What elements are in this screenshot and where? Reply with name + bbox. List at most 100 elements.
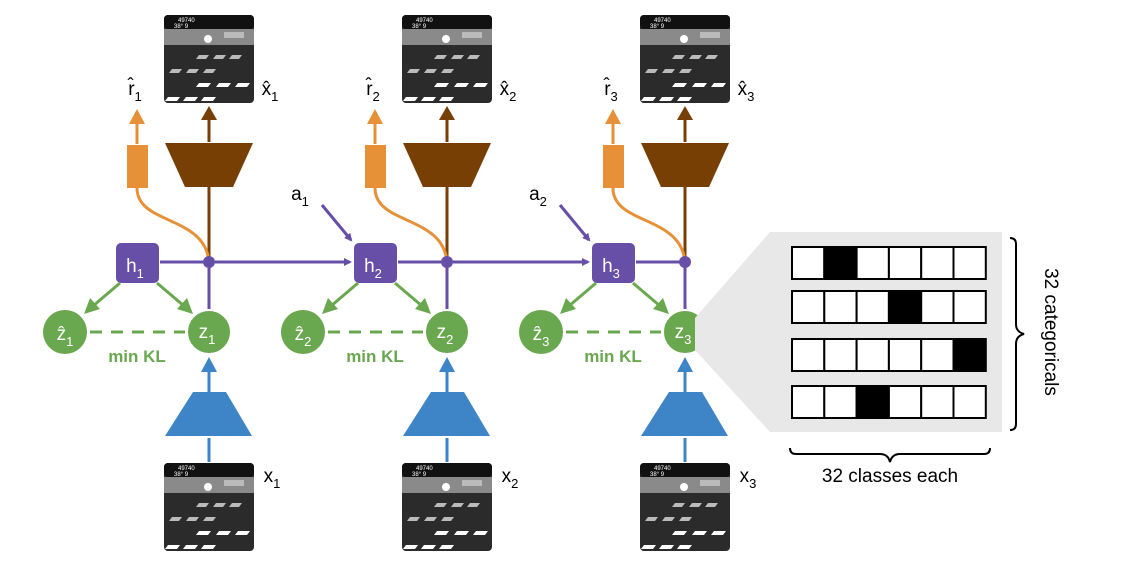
min-kl-label: min KL [108, 347, 166, 366]
observation-label: x3 [740, 466, 757, 491]
reconstruction-label-subscript: 1 [271, 89, 278, 104]
class-cell-row3-col6 [952, 338, 987, 372]
reward-predictor [603, 145, 624, 188]
action-label-subscript: 1 [302, 194, 309, 209]
arrowhead-icon [84, 298, 100, 314]
reward-prediction-label: r̂3 [602, 77, 617, 104]
observation-label: x2 [502, 466, 519, 491]
zhat-label-subscript: 3 [542, 334, 549, 349]
image-decoder [641, 143, 729, 187]
observation-label: x1 [264, 466, 281, 491]
z-label: z1 [199, 322, 216, 347]
z-label: z2 [437, 322, 454, 347]
action-label: a1 [291, 184, 309, 209]
categorical-zoom-panel [695, 232, 1002, 432]
h-label-subscript: 2 [375, 266, 382, 281]
observation-label-subscript: 2 [511, 476, 518, 491]
class-cell-row4-col4 [887, 385, 923, 419]
arrowhead-icon [439, 106, 455, 120]
reward-prediction-label-main: r̂ [602, 77, 611, 100]
h-label-main: h [364, 256, 375, 277]
class-cell-row1-col3 [855, 246, 890, 280]
reconstruction-label-main: x̂ [500, 79, 510, 100]
image-decoder [165, 143, 253, 187]
reward-input-line [611, 187, 687, 263]
class-cell-row4-col3 [855, 385, 890, 419]
predicted-frame-score: 49740 [416, 18, 433, 24]
arrowhead-icon [201, 106, 217, 120]
h-label: h3 [602, 256, 620, 281]
image-decoder [403, 143, 491, 187]
class-cell-row3-col2 [823, 338, 858, 372]
observation-label-main: x [264, 466, 274, 487]
categoricals-label: 32 categoricals [1040, 268, 1061, 396]
reward-input-line [373, 187, 449, 263]
predicted-frame-status: 38° 9 [174, 24, 189, 30]
zhat-label-subscript: 1 [66, 334, 73, 349]
classes-brace [789, 447, 991, 463]
class-cell-row1-col4 [887, 246, 923, 280]
posterior-z-node [424, 309, 470, 355]
reward-predictor [127, 145, 148, 188]
posterior-arrow [394, 281, 423, 308]
zhat-label-main: ẑ [533, 324, 543, 345]
reconstruction-label-subscript: 2 [509, 89, 516, 104]
reconstruction-label: x̂1 [262, 79, 279, 104]
reward-prediction-label-subscript: 2 [373, 89, 380, 104]
arrowhead-icon [367, 109, 383, 124]
z-label: z3 [675, 322, 692, 347]
class-cell-row2-col1 [791, 290, 826, 324]
action-arrow [320, 204, 353, 242]
arrowhead-icon [177, 298, 193, 314]
prior-arrow [92, 281, 121, 308]
input-frame-status: 38° 9 [412, 472, 427, 478]
arrowhead-icon [415, 298, 431, 314]
observation-label-main: x [740, 466, 750, 487]
zhat-label: ẑ2 [295, 324, 312, 349]
min-kl-label: min KL [584, 347, 642, 366]
class-cell-row3-col3 [855, 338, 890, 372]
class-cell-row4-col6 [952, 385, 987, 419]
input-frame-status: 38° 9 [650, 472, 665, 478]
action-arrow [558, 204, 591, 242]
class-cell-row4-col5 [920, 385, 955, 419]
observation-label-main: x [502, 466, 512, 487]
image-encoder [165, 392, 252, 436]
z-label-subscript: 1 [208, 332, 215, 347]
posterior-arrow [156, 281, 185, 308]
predicted-frame-status: 38° 9 [412, 24, 427, 30]
class-cell-row2-col4 [887, 290, 923, 324]
action-label-main: a [529, 184, 540, 205]
reward-input-line [135, 187, 211, 263]
action-label-main: a [291, 184, 302, 205]
class-cell-row3-col5 [920, 338, 955, 372]
model-state-node [441, 256, 453, 268]
z-label-main: z [675, 322, 685, 343]
h-label: h1 [126, 256, 144, 281]
arrowhead-icon [129, 109, 145, 124]
arrowhead-icon [322, 298, 338, 314]
model-state-node [203, 256, 215, 268]
h-label: h2 [364, 256, 382, 281]
class-cell-row4-col1 [791, 385, 826, 419]
z-label-main: z [437, 322, 447, 343]
class-cell-row1-col2 [823, 246, 858, 280]
h-label-main: h [126, 256, 137, 277]
arrowhead-icon [605, 109, 621, 124]
classes-label: 32 classes each [822, 466, 958, 487]
reward-predictor [365, 145, 386, 188]
input-frame-status: 38° 9 [174, 472, 189, 478]
predicted-frame-score: 49740 [654, 18, 671, 24]
class-cell-row2-col5 [920, 290, 955, 324]
arrowhead-icon [560, 298, 576, 314]
min-kl-label: min KL [346, 347, 404, 366]
posterior-arrow [632, 281, 661, 308]
prior-zhat-node [281, 310, 325, 354]
arrowhead-icon [439, 357, 455, 372]
input-frame-score: 49740 [178, 466, 195, 472]
class-cell-row4-col2 [823, 385, 858, 419]
predicted-frame-status: 38° 9 [650, 24, 665, 30]
observation-label-subscript: 1 [273, 476, 280, 491]
